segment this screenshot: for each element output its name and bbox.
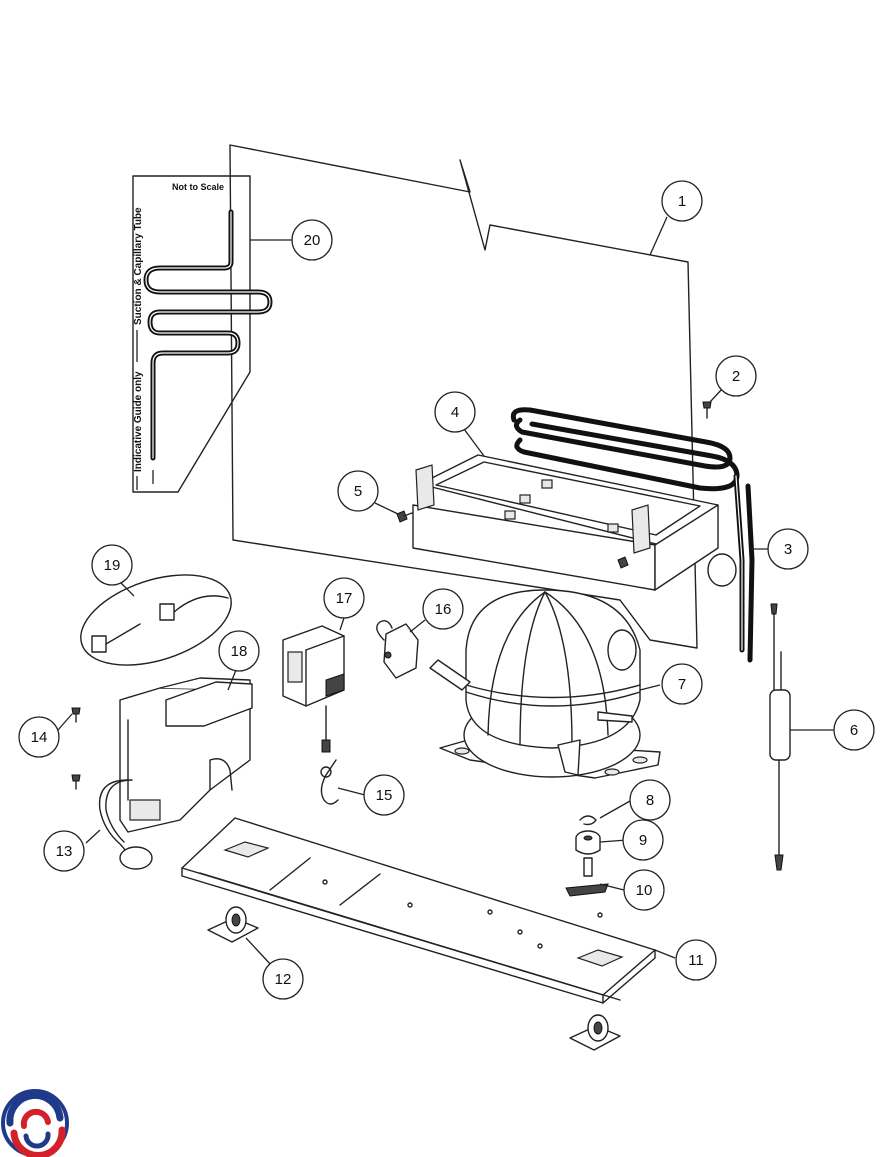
callout-18: 18 bbox=[218, 630, 260, 672]
callout-10-label: 10 bbox=[636, 882, 653, 899]
suction-capillary-label: Suction & Capillary Tube bbox=[133, 207, 144, 325]
capillary-tube-coil bbox=[143, 209, 273, 484]
callout-11: 11 bbox=[675, 939, 717, 981]
callout-2-label: 2 bbox=[732, 368, 740, 385]
callout-17-label: 17 bbox=[336, 590, 353, 607]
screw-part-14b bbox=[71, 774, 81, 790]
cabinet-back-panel bbox=[229, 144, 698, 649]
brand-logo bbox=[1, 1089, 69, 1157]
control-module bbox=[119, 677, 253, 833]
callout-3: 3 bbox=[767, 528, 809, 570]
callout-14-label: 14 bbox=[31, 729, 48, 746]
retaining-clip bbox=[579, 815, 597, 826]
grommet bbox=[575, 830, 601, 855]
callout-5-label: 5 bbox=[354, 483, 362, 500]
callout-13: 13 bbox=[43, 830, 85, 872]
callout-4-label: 4 bbox=[451, 404, 459, 421]
callout-19: 19 bbox=[91, 544, 133, 586]
callout-6: 6 bbox=[833, 709, 875, 751]
screw-part-14 bbox=[71, 707, 81, 723]
screw-tray bbox=[617, 556, 629, 569]
callout-4: 4 bbox=[434, 391, 476, 433]
callout-5: 5 bbox=[337, 470, 379, 512]
wiring-harness-bubble bbox=[80, 574, 232, 666]
callout-9-label: 9 bbox=[639, 832, 647, 849]
start-relay bbox=[282, 625, 345, 753]
callout-12: 12 bbox=[262, 958, 304, 1000]
condenser-tray bbox=[412, 454, 719, 591]
overload-protector bbox=[376, 620, 419, 679]
callout-20-label: 20 bbox=[304, 232, 321, 249]
compressor bbox=[429, 589, 661, 779]
callout-1: 1 bbox=[661, 180, 703, 222]
callout-11-label: 11 bbox=[688, 952, 704, 969]
callout-15-label: 15 bbox=[376, 787, 393, 804]
callout-17: 17 bbox=[323, 577, 365, 619]
condenser-coil bbox=[510, 407, 755, 663]
callout-18-label: 18 bbox=[231, 643, 248, 660]
callout-8-label: 8 bbox=[646, 792, 654, 809]
screw-part-2 bbox=[702, 401, 712, 419]
callout-7-label: 7 bbox=[678, 676, 686, 693]
earth-lead bbox=[320, 759, 339, 805]
thermostat-probe bbox=[98, 779, 153, 870]
callout-19-label: 19 bbox=[104, 557, 121, 574]
callout-15: 15 bbox=[363, 774, 405, 816]
callout-16-label: 16 bbox=[435, 601, 452, 618]
callout-2: 2 bbox=[715, 355, 757, 397]
not-to-scale-label: Not to Scale bbox=[172, 182, 224, 192]
callout-1-label: 1 bbox=[678, 193, 686, 210]
callout-16: 16 bbox=[422, 588, 464, 630]
callout-13-label: 13 bbox=[56, 843, 73, 860]
callout-3-label: 3 bbox=[784, 541, 792, 558]
castor-wheel-front bbox=[207, 906, 259, 943]
callout-20: 20 bbox=[291, 219, 333, 261]
mounting-stud bbox=[565, 857, 609, 897]
callout-7: 7 bbox=[661, 663, 703, 705]
callout-12-label: 12 bbox=[275, 971, 292, 988]
filter-drier bbox=[769, 603, 791, 871]
callout-6-label: 6 bbox=[850, 722, 858, 739]
screw-part-5 bbox=[396, 510, 413, 523]
indicative-guide-label: Indicative Guide only bbox=[133, 371, 144, 472]
callout-10: 10 bbox=[623, 869, 665, 911]
castor-wheel-rear bbox=[569, 1014, 621, 1051]
callout-9: 9 bbox=[622, 819, 664, 861]
callout-8: 8 bbox=[629, 779, 671, 821]
callout-14: 14 bbox=[18, 716, 60, 758]
suction-capillary-tube-guide: Not to Scale Suction & Capillary Tube In… bbox=[132, 175, 273, 493]
